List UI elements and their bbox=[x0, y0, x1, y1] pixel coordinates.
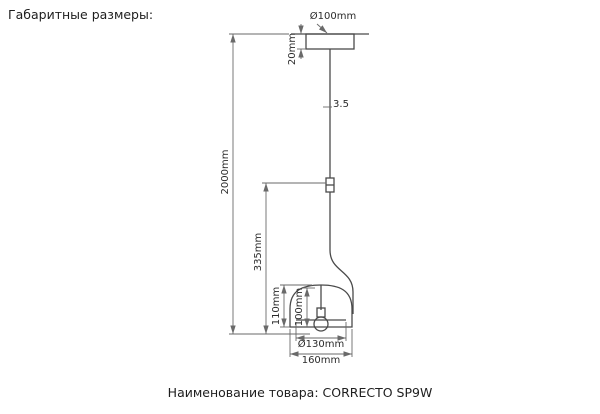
label-shade-height: 110mm bbox=[271, 286, 282, 326]
product-name: CORRECTO SP9W bbox=[322, 385, 433, 400]
label-cord-diameter: 3.5 bbox=[333, 99, 349, 110]
label-canopy-diameter: Ø100mm bbox=[309, 11, 357, 22]
label-inner-height: 100mm bbox=[294, 287, 305, 327]
label-inner-diameter: Ø130mm bbox=[297, 339, 345, 350]
page-title: Габаритные размеры: bbox=[8, 7, 154, 22]
label-outer-width: 160mm bbox=[301, 355, 341, 366]
lamp-outline bbox=[289, 33, 369, 332]
dimension-lines bbox=[229, 23, 353, 357]
label-overall-height: 2000mm bbox=[220, 149, 231, 195]
label-canopy-height: 20mm bbox=[287, 32, 298, 66]
ceiling-canopy bbox=[305, 33, 355, 50]
label-arm-drop: 335mm bbox=[253, 232, 264, 272]
bulb bbox=[313, 316, 329, 332]
curved-arm bbox=[329, 192, 354, 314]
leader-canopy-diameter bbox=[316, 23, 328, 34]
product-name-caption: Наименование товара: CORRECTO SP9W bbox=[168, 385, 433, 400]
footer-label: Наименование товара: bbox=[167, 385, 319, 400]
